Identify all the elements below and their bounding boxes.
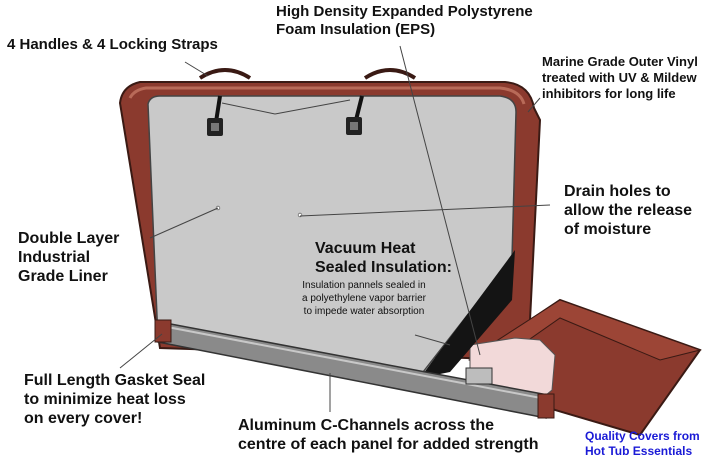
callout-line — [221, 102, 276, 115]
strap-clip-inner — [211, 123, 219, 131]
strap-clip-inner — [350, 122, 358, 130]
label-channels: Aluminum C-Channels across the centre of… — [238, 417, 539, 453]
callout-line — [399, 45, 481, 356]
label-vacuum-title: Vacuum Heat Sealed Insulation: — [315, 240, 452, 276]
label-liner: Double Layer Industrial Grade Liner — [18, 230, 120, 285]
callout-line — [119, 333, 163, 369]
channel-end-cap — [537, 393, 555, 419]
label-eps: High Density Expanded Polystyrene Foam I… — [276, 3, 533, 38]
callout-line — [274, 99, 351, 115]
locking-strap — [214, 95, 222, 123]
vapor-barrier-cutaway — [420, 250, 515, 378]
callout-line — [299, 204, 551, 217]
callout-line — [149, 207, 219, 239]
locking-strap — [354, 95, 364, 121]
callout-line — [184, 61, 209, 77]
channel-end-cap — [154, 319, 172, 343]
channel-bracket — [465, 367, 493, 385]
label-drain: Drain holes to allow the release of mois… — [564, 183, 693, 238]
callout-line — [527, 97, 541, 113]
callout-line — [414, 334, 451, 346]
aluminum-c-channel-highlight — [161, 325, 547, 400]
label-gasket: Full Length Gasket Seal to minimize heat… — [24, 372, 206, 427]
label-vacuum-desc: Insulation pannels sealed in a polyethyl… — [302, 280, 426, 317]
credit-text: Quality Covers from Hot Tub Essentials — [585, 429, 700, 458]
cover-top-edge — [128, 86, 526, 105]
handle — [198, 68, 252, 80]
handle — [363, 68, 417, 80]
foam-insulation-panel — [147, 95, 517, 377]
label-vinyl: Marine Grade Outer Vinyl treated with UV… — [542, 54, 698, 101]
label-handles: 4 Handles & 4 Locking Straps — [7, 36, 218, 53]
